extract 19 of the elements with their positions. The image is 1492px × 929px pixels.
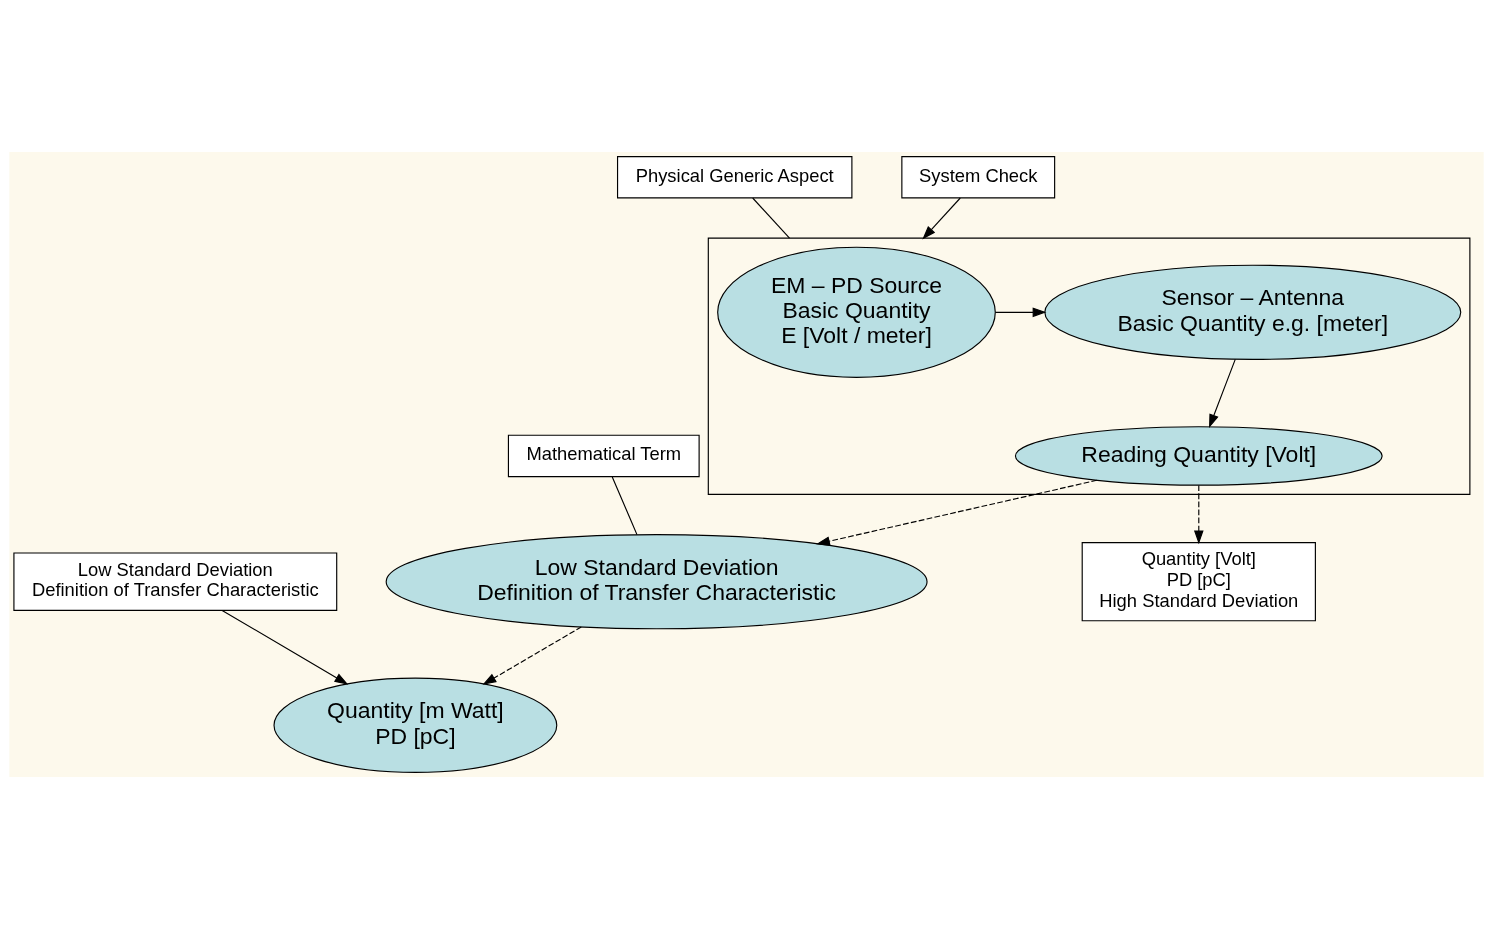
arrow bbox=[482, 626, 582, 685]
arrow bbox=[921, 197, 961, 240]
cluster bbox=[707, 237, 1470, 495]
arrow bbox=[994, 307, 1046, 318]
arrow bbox=[815, 479, 1097, 546]
node-box: Mathematical Term bbox=[507, 434, 700, 478]
node-ellipse: EM – PD Source Basic Quantity E [Volt / meter] bbox=[716, 246, 996, 378]
node-box: Physical Generic Aspect bbox=[616, 156, 852, 199]
connector bbox=[611, 476, 638, 536]
arrow bbox=[1193, 484, 1204, 545]
arrow bbox=[221, 609, 348, 685]
node-ellipse: Quantity [m Watt] PD [pC] bbox=[272, 677, 557, 773]
node-box: Quantity [Volt] PD [pC] High Standard Deviation bbox=[1081, 542, 1316, 622]
node-box: System Check bbox=[900, 156, 1055, 199]
node-ellipse: Reading Quantity [Volt] bbox=[1014, 426, 1383, 486]
node-ellipse: Sensor – Antenna Basic Quantity e.g. [meter] bbox=[1043, 264, 1461, 360]
connector bbox=[751, 197, 790, 239]
arrow bbox=[1208, 358, 1236, 429]
node-box: Low Standard Deviation Definition of Transfer Characteristic bbox=[12, 552, 337, 611]
